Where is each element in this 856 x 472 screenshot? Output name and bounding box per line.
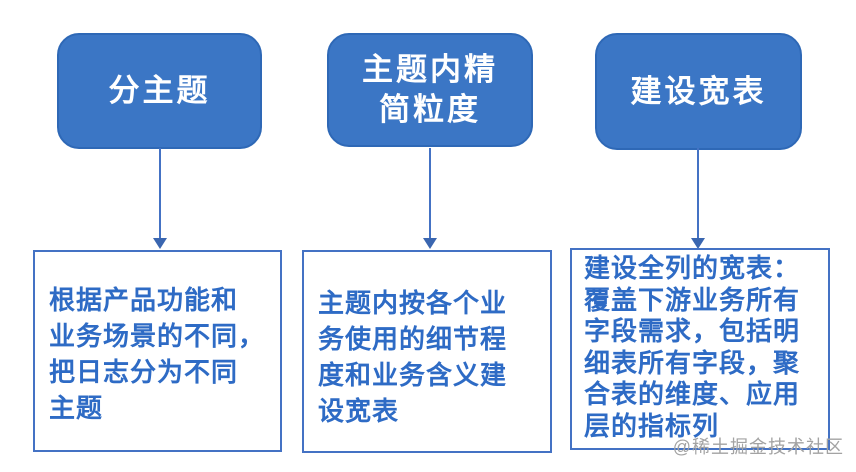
down-arrow-wide-table xyxy=(697,148,699,238)
flow-node-split-topic: 分主题 xyxy=(57,33,262,149)
desc-box-granularity: 主题内按各个业 务使用的细节程 度和业务含义建 设宽表 xyxy=(302,250,552,453)
flow-node-wide-table-label: 建设宽表 xyxy=(630,73,767,109)
flow-node-wide-table: 建设宽表 xyxy=(595,33,802,150)
down-arrow-granularity xyxy=(429,148,431,238)
desc-box-wide-table: 建设全列的宽表： 覆盖下游业务所有 字段需求，包括明 细表所有字段，聚 合表的维… xyxy=(570,248,830,450)
flow-node-granularity: 主题内精 简粒度 xyxy=(327,33,533,147)
desc-box-granularity-text: 主题内按各个业 务使用的细节程 度和业务含义建 设宽表 xyxy=(318,288,508,426)
desc-box-wide-table-text: 建设全列的宽表： 覆盖下游业务所有 字段需求，包括明 细表所有字段，聚 合表的维… xyxy=(584,253,801,441)
watermark-juejin-community: @稀土掘金技术社区 xyxy=(672,437,844,457)
down-arrow-split-topic xyxy=(159,148,161,238)
flow-node-granularity-label: 主题内精 简粒度 xyxy=(362,52,498,127)
flow-node-split-topic-label: 分主题 xyxy=(108,73,211,108)
desc-box-split-topic-text: 根据产品功能和 业务场景的不同， 把日志分为不同 主题 xyxy=(49,285,266,423)
desc-box-split-topic: 根据产品功能和 业务场景的不同， 把日志分为不同 主题 xyxy=(33,250,282,452)
